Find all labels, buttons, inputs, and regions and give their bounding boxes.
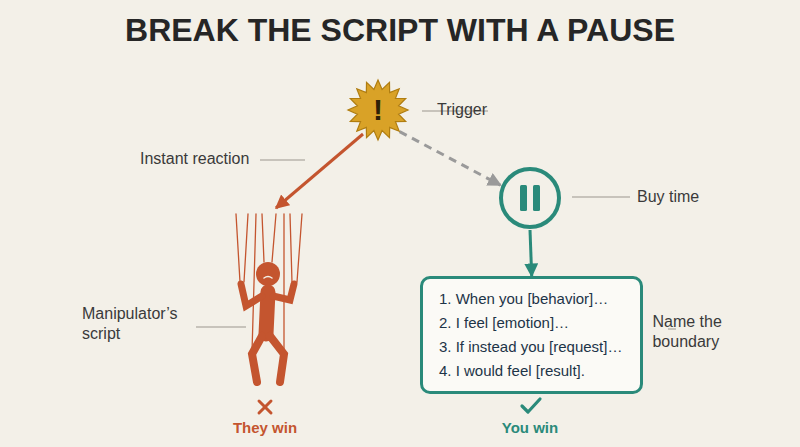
cross-mark (259, 401, 271, 413)
puppet-strings (236, 214, 302, 352)
trigger-burst: !Trigger (348, 80, 408, 140)
cross-stroke (259, 401, 271, 413)
script-label: Manipulator’s script (82, 304, 192, 344)
puppet-string (244, 214, 248, 282)
pause-label: Buy time (637, 187, 699, 207)
puppet-arm (273, 284, 294, 300)
trigger-label: Trigger (437, 100, 487, 120)
puppet-region: Manipulator’s script (222, 208, 312, 388)
step-line: 4. I would feel [result]. (439, 359, 622, 383)
step-line: 3. If instead you [request]… (439, 335, 622, 359)
puppet-string (252, 214, 256, 352)
step-line: 1. When you [behavior]… (439, 287, 622, 311)
step-line: 2. I feel [emotion]… (439, 311, 622, 335)
puppet-leg (270, 336, 284, 382)
leader-line (260, 159, 305, 161)
check-mark (522, 399, 540, 412)
puppet-string (297, 214, 302, 282)
title: BREAK THE SCRIPT WITH A PAUSE (0, 12, 800, 49)
outcome-label: You win (502, 419, 558, 436)
puppet-string (290, 214, 292, 282)
outcome-label: They win (233, 419, 297, 436)
trigger-symbol: ! (373, 95, 383, 125)
puppet-string (236, 214, 240, 282)
puppet-face (264, 277, 272, 279)
pause-arrow (400, 132, 501, 186)
puppet-string (262, 214, 264, 262)
leader-line (572, 196, 630, 198)
pause-circle: Buy time (498, 166, 562, 230)
boundary-box: 1. When you [behavior]…2. I feel [emotio… (420, 276, 643, 394)
starburst-outline (348, 80, 408, 140)
cross-stroke (259, 401, 271, 413)
edge-label: Instant reaction (138, 150, 251, 168)
puppet-string (283, 214, 284, 352)
pause-shape (498, 166, 562, 230)
reaction-arrow (276, 134, 363, 208)
puppet-figure (236, 214, 302, 382)
puppet-arm (241, 284, 262, 306)
puppet-string (272, 214, 276, 262)
pause-bar (520, 185, 527, 211)
boundary-label: Name the boundary (652, 312, 744, 352)
puppet-head (256, 262, 280, 286)
boundary-arrow (530, 230, 532, 276)
puppet-torso (266, 292, 268, 334)
pause-ring (501, 169, 559, 227)
puppet-leg (252, 336, 262, 382)
leader-line (196, 326, 246, 328)
pause-bar (533, 185, 540, 211)
